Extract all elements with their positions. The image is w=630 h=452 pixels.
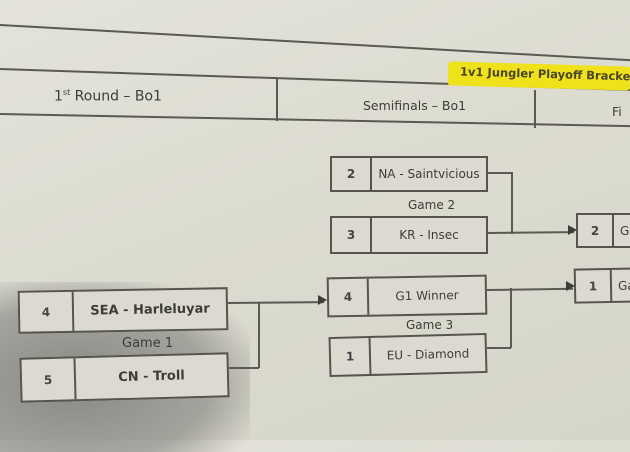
seed-badge: 2 [578, 215, 614, 246]
player-name: NA - Saintvicious [378, 167, 480, 181]
column-header-finals: Fi [612, 104, 622, 119]
seed-badge: 2 [332, 158, 372, 190]
match-slot-semi1-bottom[interactable]: 3 KR - Insec [330, 216, 488, 254]
match-slot-semi1-top[interactable]: 2 NA - Saintvicious [330, 156, 488, 192]
player-name: Ga [617, 278, 630, 293]
match-slot-semi2-top[interactable]: 4 G1 Winner [326, 274, 488, 318]
connector [258, 302, 260, 368]
seed-number: 2 [346, 167, 356, 181]
connector [510, 288, 512, 348]
round-label: Round – Bo1 [70, 88, 162, 105]
match-slot-final-bottom[interactable]: 1 Ga [573, 267, 630, 304]
column-header-round1: 1st Round – Bo1 [54, 88, 162, 105]
seed-badge: 4 [19, 291, 75, 332]
advance-arrow-icon [318, 295, 327, 305]
seed-number: 1 [345, 349, 355, 364]
game-label-2: Game 2 [408, 198, 456, 212]
game-label-3: Game 3 [406, 318, 454, 332]
connector [487, 287, 574, 291]
match-slot-semi2-bottom[interactable]: 1 EU - Diamond [328, 332, 488, 378]
connector [511, 172, 513, 234]
game-label-1: Game 1 [122, 336, 174, 351]
connector [488, 231, 575, 234]
player-name: CN - Troll [118, 368, 185, 386]
seed-number: 3 [346, 228, 356, 242]
seed-badge: 4 [328, 278, 370, 316]
round-number: 1 [54, 88, 63, 105]
column-divider-1 [276, 79, 278, 121]
match-slot-final-top[interactable]: 2 G [576, 213, 630, 248]
advance-arrow-icon [568, 225, 577, 235]
connector [229, 367, 259, 369]
player-name: SEA - Harleluyar [90, 301, 210, 319]
seed-number: 4 [343, 289, 353, 305]
player-name: KR - Insec [399, 228, 459, 242]
connector [487, 347, 511, 349]
seed-badge: 1 [330, 337, 372, 376]
seed-badge: 1 [575, 269, 613, 302]
seed-badge: 3 [332, 218, 372, 252]
seed-number: 1 [588, 278, 598, 293]
seed-badge: 5 [21, 358, 77, 401]
column-header-semifinals: Semifinals – Bo1 [363, 98, 467, 113]
seed-number: 2 [590, 223, 600, 238]
seed-number: 4 [41, 304, 51, 319]
connector [228, 301, 325, 304]
advance-arrow-icon [566, 281, 575, 291]
seed-number: 5 [43, 372, 53, 387]
connector [488, 172, 512, 174]
player-name: G1 Winner [395, 288, 459, 304]
column-divider-2 [534, 90, 536, 128]
player-name: G [620, 223, 630, 238]
match-slot-round1-bottom[interactable]: 5 CN - Troll [19, 352, 230, 403]
player-name: EU - Diamond [386, 346, 470, 363]
match-slot-round1-top[interactable]: 4 SEA - Harleluyar [17, 287, 229, 334]
round-ordinal: st [62, 88, 71, 97]
table-top-rule [0, 24, 630, 62]
